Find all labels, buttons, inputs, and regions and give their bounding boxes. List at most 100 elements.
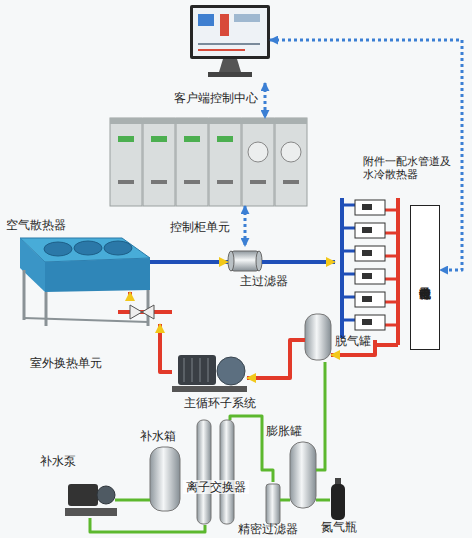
branch-pipe <box>385 278 398 281</box>
cold-plate <box>355 292 385 307</box>
component-label: 室外换热单元 <box>30 356 110 370</box>
component-node: 补水泵 <box>65 478 115 518</box>
supply-manifold <box>340 198 344 338</box>
pump-base <box>65 508 117 516</box>
component-node: 补水箱 <box>150 445 180 513</box>
cabinet-display <box>184 136 200 142</box>
cold-plate-mark <box>362 296 372 302</box>
component-label: 补水泵 <box>40 454 84 468</box>
signal-line <box>244 206 247 246</box>
branch-pipe <box>342 204 355 207</box>
cabinet <box>176 118 208 206</box>
component-node: 被冷却电子电力设备 <box>410 205 440 350</box>
cold-plate <box>355 269 385 284</box>
pump-base <box>172 386 247 392</box>
cabinet-handle <box>250 180 266 184</box>
branch-pipe <box>385 324 398 327</box>
pump-head <box>217 357 245 385</box>
valve-symbol <box>142 305 154 319</box>
cabinet-handle <box>283 180 299 184</box>
motor-fin <box>183 358 185 382</box>
component-label: 客户端控制中心 <box>174 91 274 105</box>
component-node: 室外换热单元 <box>118 300 172 324</box>
motor-fin <box>199 358 201 382</box>
monitor-screen <box>193 8 267 56</box>
water-pipe <box>90 518 205 532</box>
water-pipe <box>128 292 132 300</box>
pump-head <box>97 486 115 504</box>
precision-filter <box>266 484 280 524</box>
component-node: 脱气罐 <box>305 312 331 362</box>
cabinet-handle <box>151 180 167 184</box>
screen-widget <box>234 14 260 22</box>
valve-symbol <box>130 305 142 319</box>
screen-widget <box>198 14 214 26</box>
water-pipe <box>280 499 290 502</box>
screen-line <box>198 43 260 45</box>
branch-pipe <box>385 301 398 304</box>
water-pipe <box>262 260 335 264</box>
cold-plate-mark <box>362 204 372 210</box>
branch-pipe <box>385 209 398 212</box>
radiator-leg <box>23 270 26 320</box>
component-label: 脱气罐 <box>335 334 375 348</box>
component-label: 精密过滤器 <box>238 522 302 536</box>
radiator-fan <box>104 241 132 255</box>
water-pipe <box>247 340 305 378</box>
ion-column <box>220 420 234 524</box>
pump-motor <box>178 355 216 385</box>
cabinet <box>209 118 241 206</box>
water-pipe <box>160 324 172 372</box>
cold-plate-mark <box>362 227 372 233</box>
cabinet <box>242 118 274 206</box>
cabinet <box>143 118 175 206</box>
return-manifold <box>375 343 398 347</box>
cabinet-top <box>110 118 307 124</box>
cabinet-handle <box>184 180 200 184</box>
radiator-fan <box>44 242 72 256</box>
component-node: 附件一配水管道及 水冷散热器 <box>335 195 405 340</box>
motor-fin <box>191 358 193 382</box>
radiator-leg <box>45 292 48 326</box>
branch-pipe <box>342 319 355 322</box>
cabinet <box>110 118 142 206</box>
water-pipe <box>115 499 150 502</box>
cabinet-gauge <box>248 142 268 162</box>
cold-plate-mark <box>362 319 372 325</box>
monitor-base <box>208 72 252 77</box>
cold-plate <box>355 246 385 261</box>
cabinet-handle <box>217 180 233 184</box>
degas-tank <box>305 314 331 360</box>
component-node: 精密过滤器 <box>266 482 280 524</box>
nitrogen-bottle <box>331 484 345 520</box>
branch-pipe <box>385 232 398 235</box>
component-node: 膨胀罐 <box>290 440 316 510</box>
pump-motor <box>68 484 98 506</box>
cabinet-row <box>110 118 307 206</box>
component-node: 客户端控制中心 <box>190 5 270 83</box>
monitor-frame <box>190 5 270 59</box>
component-label: 空气散热器 <box>6 218 86 232</box>
component-label: 附件一配水管道及 水冷散热器 <box>363 155 453 181</box>
branch-pipe <box>342 250 355 253</box>
component-label: 补水箱 <box>140 429 184 443</box>
signal-line <box>264 83 267 118</box>
component-label: 主过滤器 <box>240 274 296 288</box>
makeup-tank <box>150 447 180 511</box>
radiator-fan <box>74 241 102 255</box>
expansion-tank <box>290 442 316 508</box>
return-manifold <box>396 198 400 345</box>
cold-plate <box>355 200 385 215</box>
radiator-front <box>45 258 150 292</box>
cabinet <box>275 118 307 206</box>
component-label: 膨胀罐 <box>266 424 306 438</box>
component-label: 氮气瓶 <box>321 520 361 534</box>
component-label: 被冷却电子电力设备 <box>411 206 439 349</box>
water-pipe <box>316 499 330 502</box>
cold-plate <box>355 223 385 238</box>
branch-pipe <box>342 273 355 276</box>
cabinet-display <box>118 136 134 142</box>
filter-end <box>228 251 234 271</box>
water-pipe <box>150 260 228 264</box>
ion-column <box>197 420 211 524</box>
